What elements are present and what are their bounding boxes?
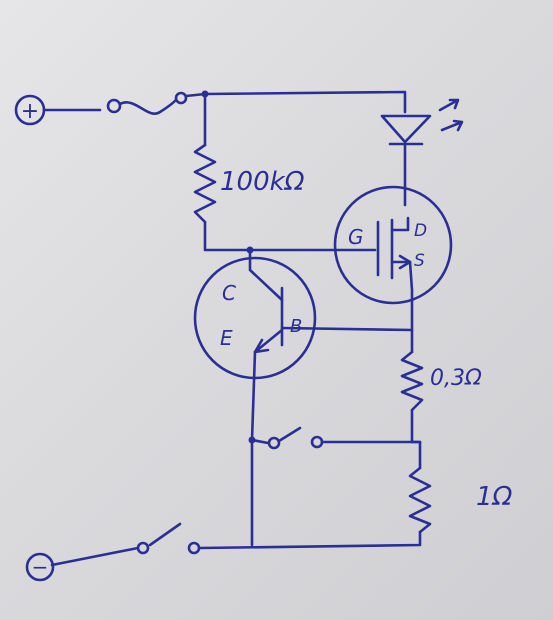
positive-terminal: + bbox=[14, 94, 46, 126]
mosfet-drain-label: D bbox=[414, 221, 427, 241]
wire-neg-lead bbox=[50, 546, 140, 567]
bjt-base-label: B bbox=[290, 316, 302, 337]
junction-gate bbox=[246, 246, 254, 254]
wire-bottom-rail bbox=[198, 530, 422, 550]
wire-source bbox=[408, 260, 414, 354]
resistor-0-3 bbox=[400, 350, 424, 412]
resistor-100k-label: 100kΩ bbox=[220, 167, 305, 197]
mosfet-source-label: S bbox=[414, 251, 425, 271]
negative-terminal: − bbox=[25, 552, 55, 582]
wire-base bbox=[280, 326, 414, 332]
positive-terminal-label: + bbox=[21, 99, 39, 124]
bjt-collector-label: C bbox=[222, 281, 236, 305]
wire-top-rail bbox=[184, 90, 407, 114]
wire-mid-node bbox=[410, 408, 422, 470]
mosfet-gate-label: G bbox=[348, 225, 364, 249]
resistor-0-3-label: 0,3Ω bbox=[430, 366, 482, 391]
mosfet: G D S bbox=[333, 185, 453, 305]
wire-gate-node bbox=[203, 220, 377, 252]
resistor-1-label: 1Ω bbox=[476, 482, 513, 512]
resistor-100k bbox=[193, 143, 217, 224]
middle-switch bbox=[250, 426, 422, 450]
resistor-1 bbox=[408, 466, 432, 534]
negative-terminal-label: − bbox=[32, 555, 49, 579]
bjt-emitter-label: E bbox=[220, 326, 233, 350]
wire-emitter bbox=[250, 350, 257, 547]
top-switch bbox=[106, 91, 188, 115]
bottom-switch bbox=[136, 522, 201, 555]
led bbox=[380, 98, 464, 146]
